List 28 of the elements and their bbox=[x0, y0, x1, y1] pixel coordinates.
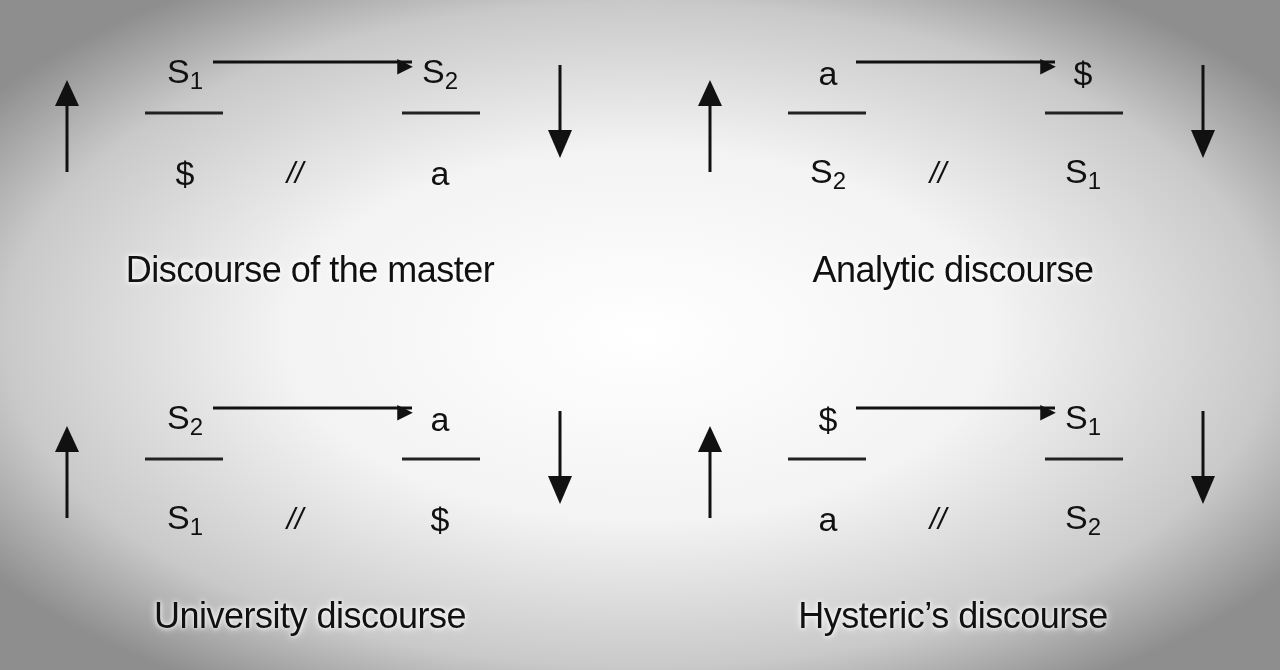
arrow bbox=[213, 59, 413, 75]
matheme-symbol: $ bbox=[412, 496, 468, 542]
matheme-symbol: a bbox=[412, 150, 468, 196]
discourse-title: Analytic discourse bbox=[811, 248, 1095, 292]
separator-mark: // bbox=[927, 155, 950, 191]
matheme-symbol: $ bbox=[157, 150, 213, 196]
matheme-symbol: S$_{2}$ bbox=[412, 50, 468, 96]
matheme-symbol: S$_{2}$ bbox=[157, 396, 213, 442]
matheme-symbol: a bbox=[800, 50, 856, 96]
matheme-symbol: S$_{1}$ bbox=[157, 50, 213, 96]
matheme-symbol: $ bbox=[800, 396, 856, 442]
matheme-symbol: S$_{1}$ bbox=[1055, 150, 1111, 196]
arrow bbox=[856, 405, 1056, 421]
arrow bbox=[856, 59, 1056, 75]
discourse-title: Discourse of the master bbox=[124, 248, 496, 292]
discourse-title: Hysteric’s discourse bbox=[797, 594, 1109, 638]
matheme-symbol: S$_{1}$ bbox=[1055, 396, 1111, 442]
separator-mark: // bbox=[927, 501, 950, 537]
matheme-symbol: S$_{1}$ bbox=[157, 496, 213, 542]
matheme-symbol: a bbox=[800, 496, 856, 542]
matheme-symbol: S$_{2}$ bbox=[800, 150, 856, 196]
separator-mark: // bbox=[284, 155, 307, 191]
matheme-symbol: S$_{2}$ bbox=[1055, 496, 1111, 542]
separator-mark: // bbox=[284, 501, 307, 537]
discourse-title: University discourse bbox=[152, 594, 468, 638]
matheme-symbol: a bbox=[412, 396, 468, 442]
arrow bbox=[213, 405, 413, 421]
matheme-symbol: $ bbox=[1055, 50, 1111, 96]
